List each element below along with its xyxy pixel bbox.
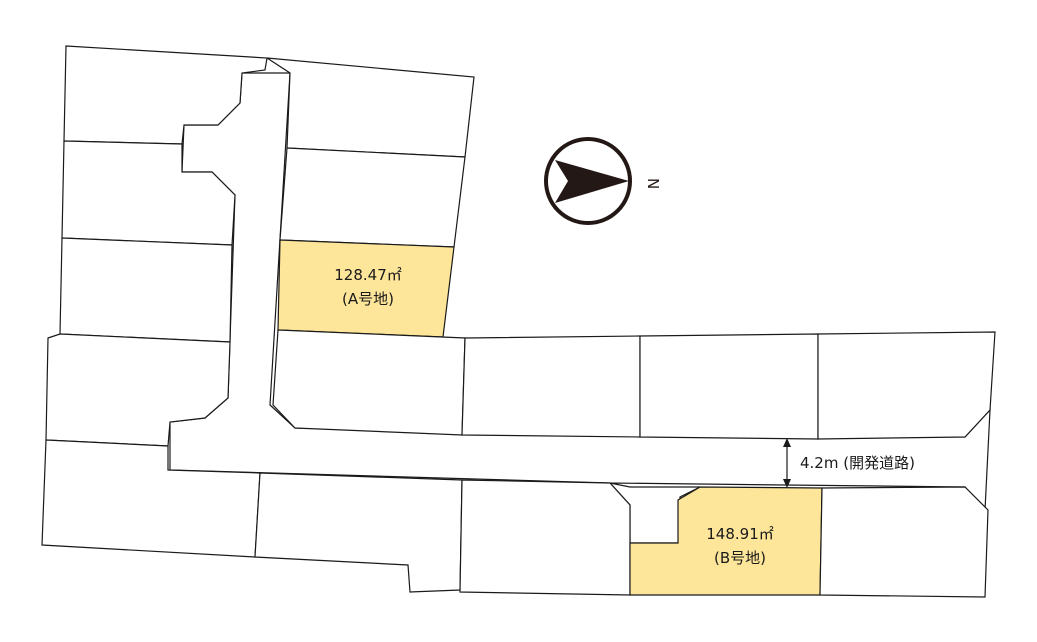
lot-e3 xyxy=(817,331,996,440)
north-letter: N xyxy=(644,178,662,189)
lot-e2 xyxy=(639,333,819,440)
lot-a xyxy=(277,239,455,338)
lot-c4 xyxy=(272,329,466,436)
road-width-dimension xyxy=(783,438,791,488)
centre-block xyxy=(266,57,475,436)
east-lower-row xyxy=(459,479,989,598)
lot-e1 xyxy=(461,335,641,438)
lot-c2 xyxy=(279,147,466,248)
plot-b-name: (B号地) xyxy=(714,549,766,567)
west-block xyxy=(41,45,463,593)
lot-w3 xyxy=(59,237,233,343)
plot-a-name: (A号地) xyxy=(342,290,394,308)
lot-c1 xyxy=(266,57,475,158)
road-width-label: 4.2m (開発道路) xyxy=(800,454,915,472)
lot-l1 xyxy=(459,479,631,596)
east-upper-row xyxy=(461,331,996,440)
north-arrow-icon: N xyxy=(544,137,662,225)
plot-a-area: 128.47㎡ xyxy=(334,266,402,284)
lot-l3 xyxy=(819,486,989,598)
lot-w6 xyxy=(254,472,463,593)
plot-b-area: 148.91㎡ xyxy=(706,525,774,543)
